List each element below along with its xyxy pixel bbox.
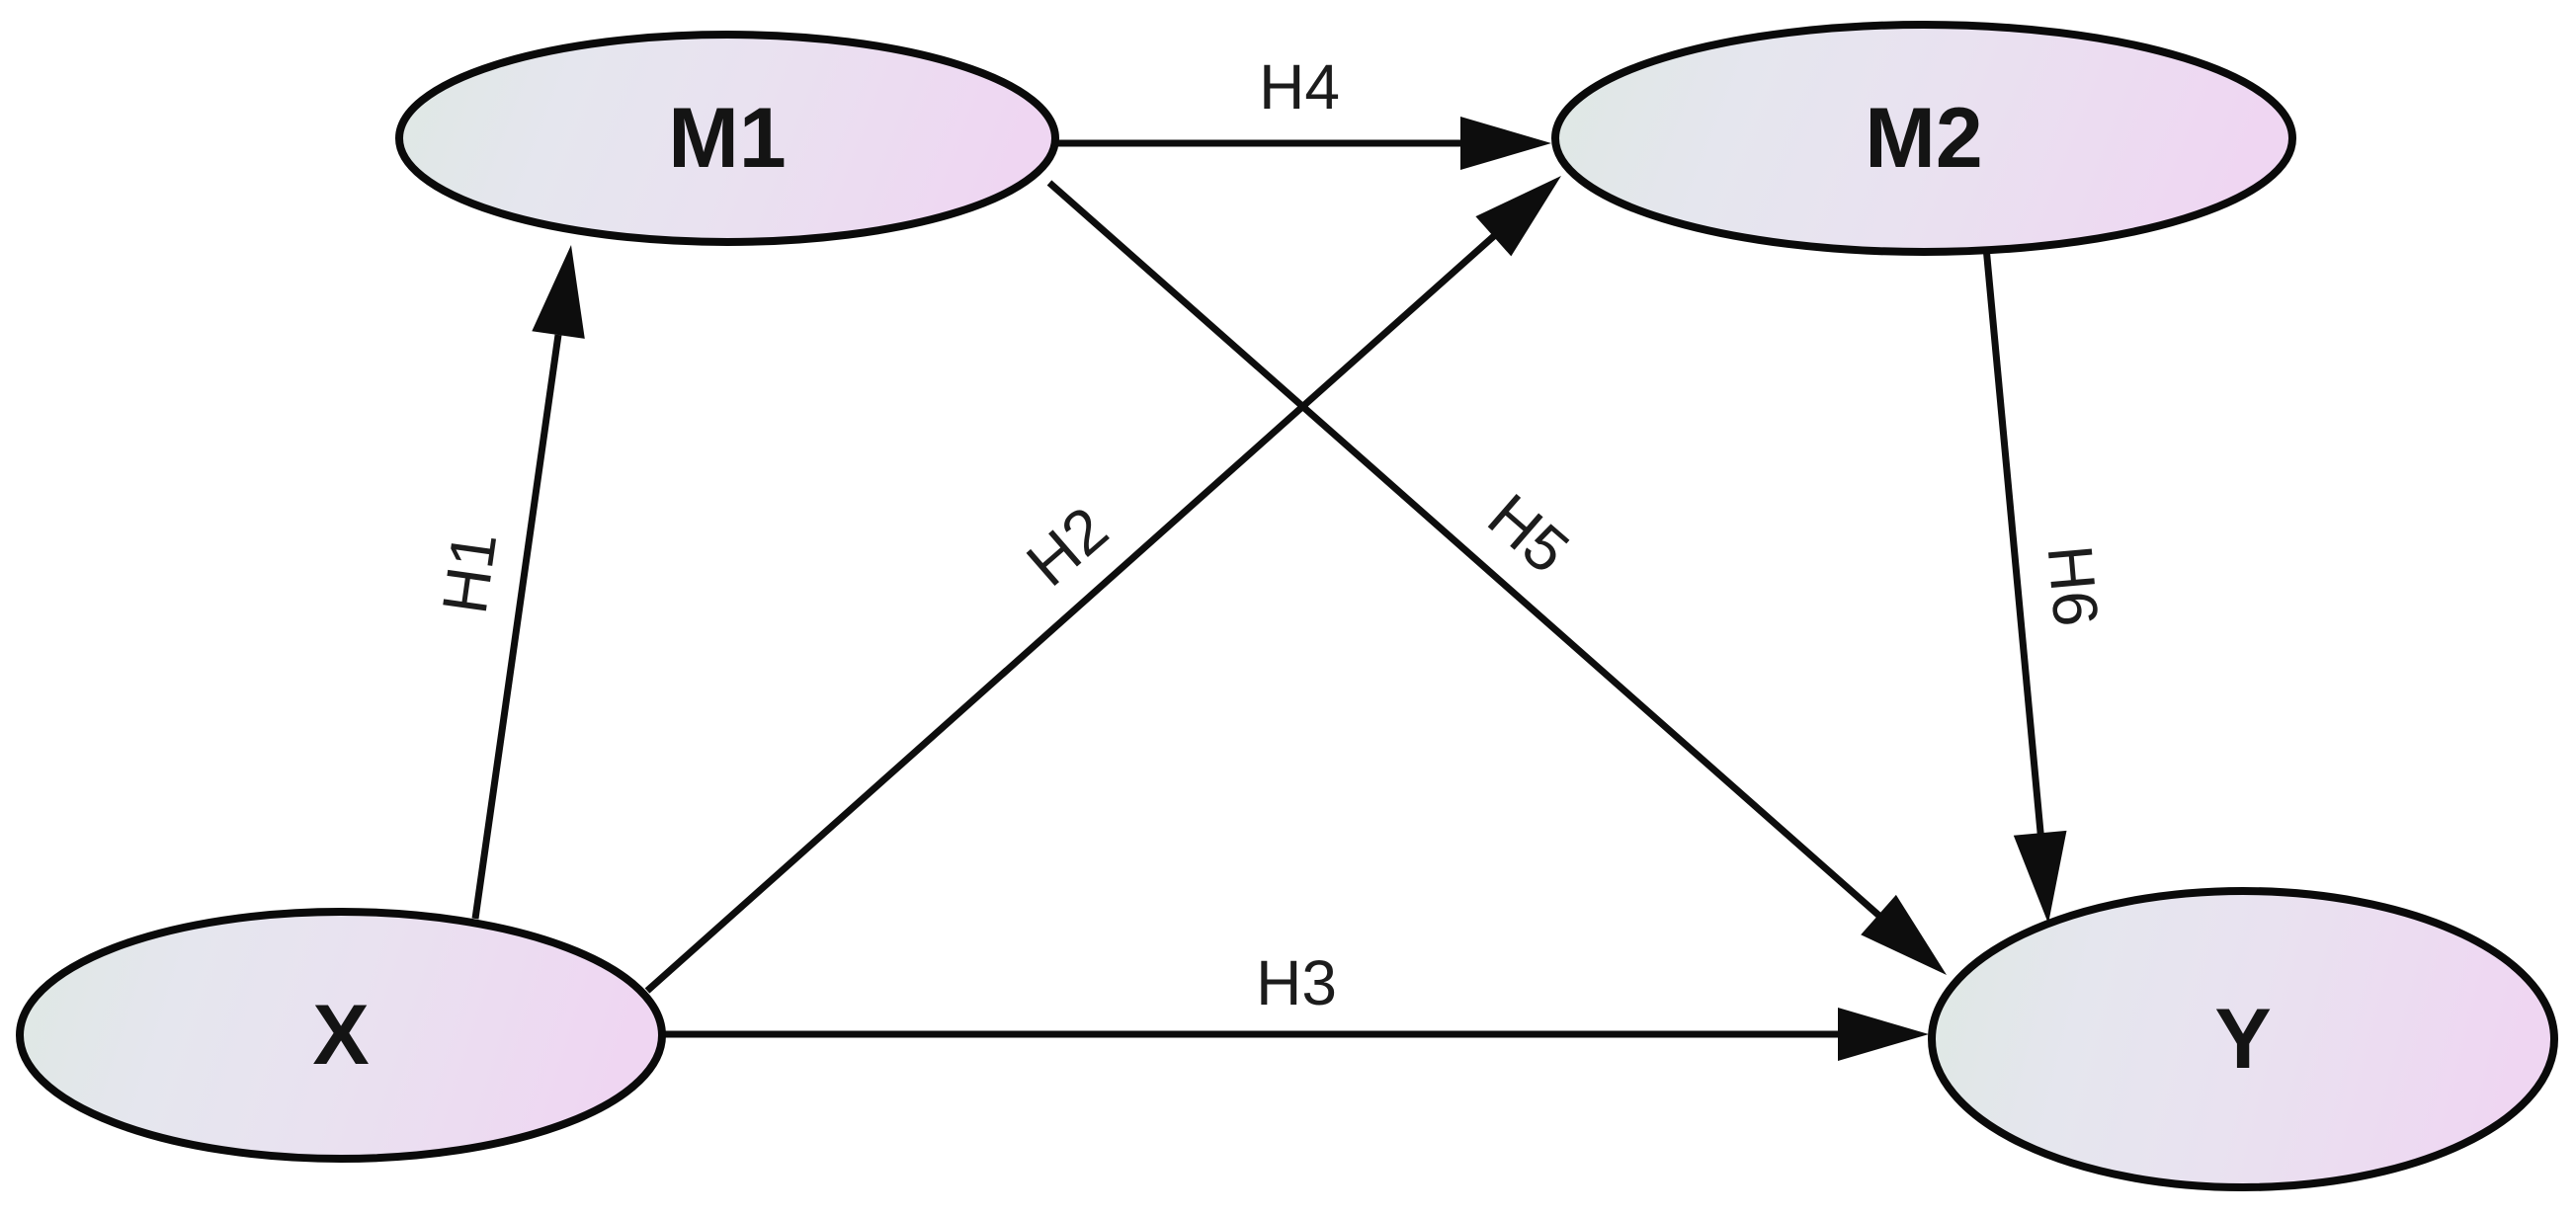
- edge-h1: H1: [429, 245, 585, 920]
- edge-line-h2: [644, 232, 1498, 994]
- edge-arrowhead-icon-h3: [1838, 1008, 1929, 1061]
- node-m2: M2: [1551, 21, 2296, 256]
- edge-arrowhead-icon-h6: [2013, 830, 2067, 924]
- edge-h5: H5: [1046, 180, 1947, 975]
- edge-label-h4: H4: [1259, 51, 1340, 122]
- node-label-m2: M2: [1865, 91, 1982, 186]
- edge-arrowhead-icon-h4: [1460, 117, 1551, 170]
- edge-arrowhead-icon-h2: [1475, 176, 1561, 257]
- node-x: X: [16, 908, 666, 1163]
- node-m1: M1: [395, 31, 1059, 246]
- node-ellipse-y: [1928, 887, 2558, 1191]
- node-label-y: Y: [2214, 992, 2271, 1087]
- edge-line-h6: [1982, 246, 2045, 844]
- edge-arrowhead-icon-h5: [1861, 894, 1947, 975]
- edge-h6: H6: [1982, 246, 2113, 924]
- edge-arrowhead-icon-h1: [532, 245, 585, 339]
- edge-label-h6: H6: [2035, 542, 2113, 629]
- node-ellipse-m1: [395, 31, 1059, 246]
- edge-h4: H4: [1057, 51, 1551, 170]
- edge-line-h5: [1046, 180, 1883, 920]
- edge-h3: H3: [662, 947, 1929, 1061]
- edge-label-h3: H3: [1256, 947, 1337, 1018]
- edge-line-h1: [471, 334, 562, 920]
- node-label-m1: M1: [668, 91, 786, 186]
- node-y: Y: [1928, 887, 2558, 1191]
- edge-label-h1: H1: [429, 527, 511, 617]
- node-ellipse-x: [16, 908, 666, 1163]
- node-ellipse-m2: [1551, 21, 2296, 256]
- node-label-x: X: [312, 988, 369, 1083]
- edge-h2: H2: [644, 176, 1561, 994]
